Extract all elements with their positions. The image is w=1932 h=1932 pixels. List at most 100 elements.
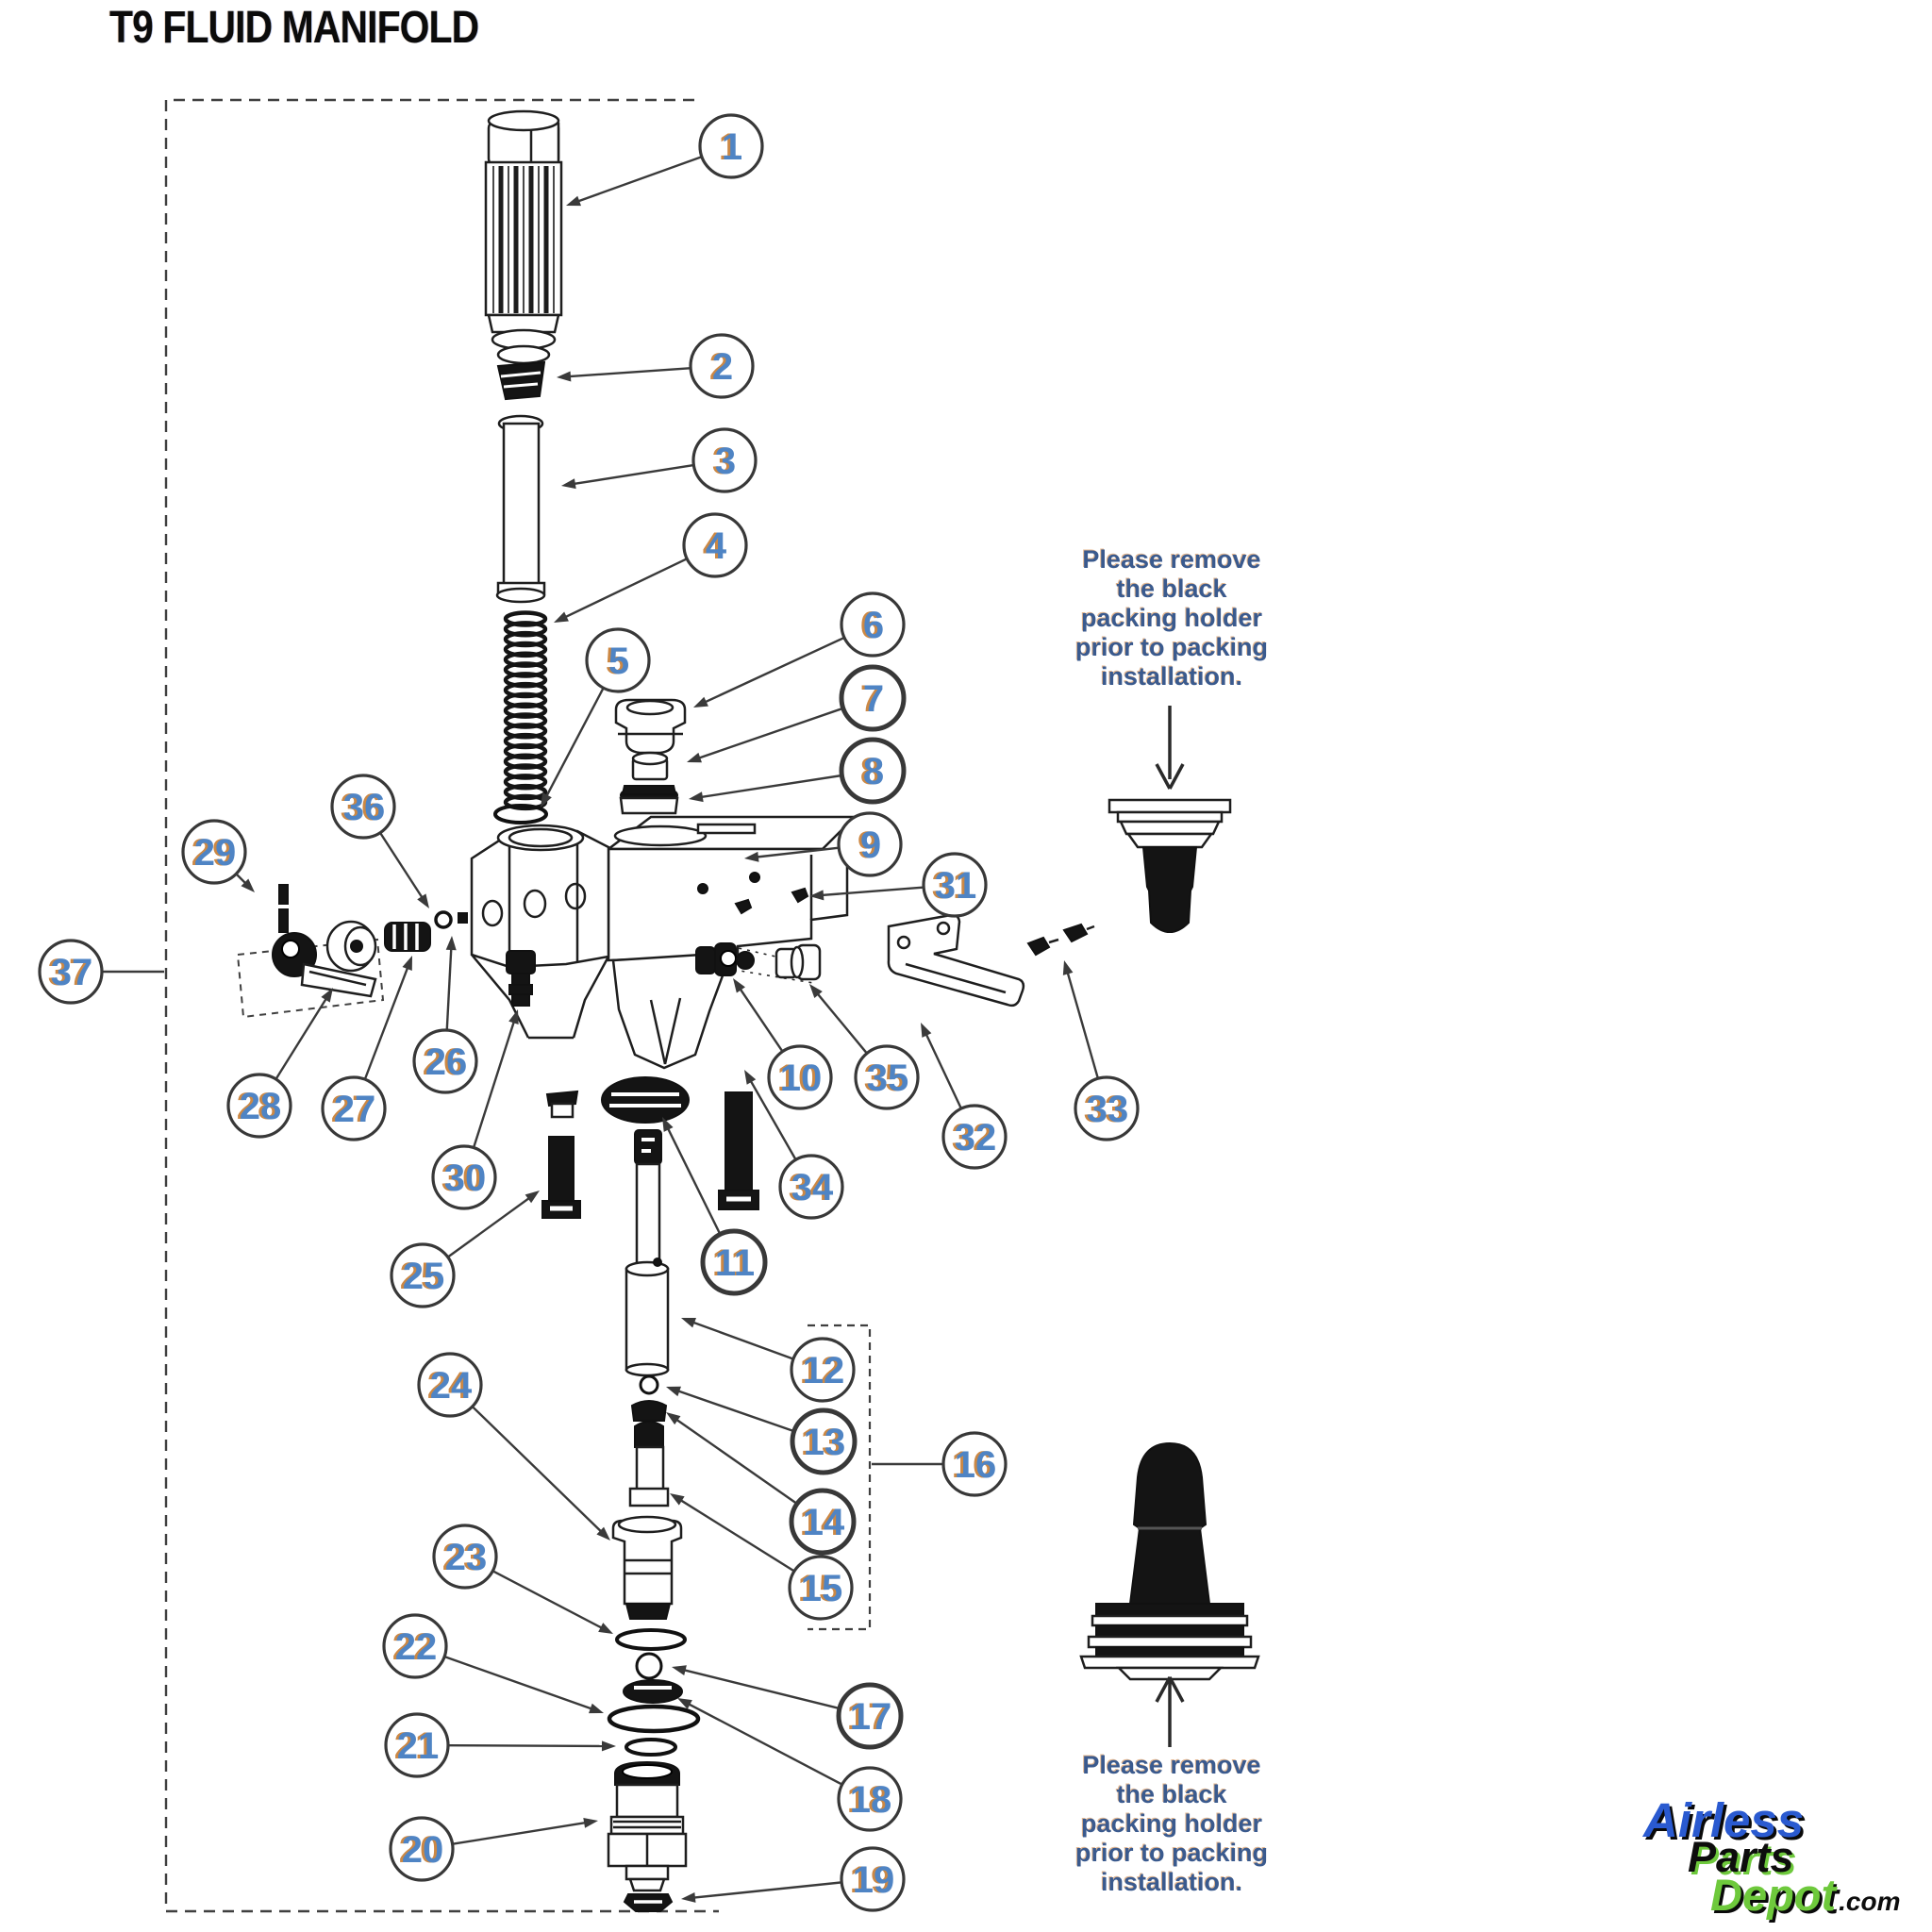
arrowhead	[672, 1665, 687, 1675]
part-31-set-screws	[734, 887, 809, 915]
arrowhead	[566, 195, 581, 207]
callout-circle	[689, 333, 755, 399]
part-1-knurled-cylinder	[484, 109, 563, 365]
leader-line	[492, 1570, 606, 1631]
callout-number: 24	[430, 1365, 473, 1407]
warning-line: Please remove	[1082, 545, 1261, 574]
callout-number: 25	[400, 1256, 442, 1297]
callout-number: 8	[863, 751, 884, 792]
part-17-ball	[635, 1652, 663, 1680]
callout-circle	[790, 1407, 858, 1475]
arrowhead	[733, 978, 745, 993]
arrowhead	[557, 371, 572, 382]
callout-circle	[788, 1555, 854, 1621]
callout-number: 14	[803, 1502, 845, 1543]
callout-circle	[839, 664, 907, 732]
assembly-group-box-37	[164, 98, 719, 1913]
callout-number: 27	[331, 1089, 374, 1130]
callout-9: 99	[744, 811, 903, 877]
arrowhead	[417, 893, 429, 908]
callout-number: 16	[955, 1444, 997, 1486]
callout-number: 4	[703, 525, 724, 567]
arrowhead	[589, 1703, 604, 1714]
part-15-valve-tube	[628, 1421, 670, 1507]
warning-line: the black	[1116, 1780, 1227, 1808]
callout-number: 17	[847, 1696, 890, 1738]
part-12-piston-rod	[625, 1129, 670, 1377]
callout-circle	[412, 1028, 478, 1094]
logo-word-depot: Depot.com	[1710, 1869, 1901, 1921]
leader-line	[685, 1701, 842, 1786]
part-35-fitting	[774, 943, 822, 981]
callout-circle	[382, 1613, 448, 1679]
leader-line	[447, 1194, 533, 1257]
callout-circle	[941, 1104, 1008, 1170]
callout-circle	[585, 627, 651, 693]
part-27-washer	[325, 920, 377, 973]
part-20-foot-valve-housing	[607, 1760, 688, 1892]
arrowhead	[689, 791, 704, 803]
callout-number: 14	[800, 1502, 842, 1543]
part-28-trigger-assembly	[272, 932, 377, 998]
arrowhead	[693, 696, 708, 708]
part-34-bolt	[718, 1091, 759, 1210]
callout-number: 23	[442, 1537, 485, 1578]
callout-circle	[778, 1154, 844, 1220]
callout-number: 24	[427, 1365, 470, 1407]
leader-line	[690, 1881, 841, 1900]
part-19-gasket	[623, 1893, 674, 1912]
leader-line	[737, 985, 783, 1052]
callout-circle	[840, 591, 906, 658]
leader-line	[453, 1821, 590, 1845]
part-bushing	[545, 1090, 579, 1119]
callout-number: 3	[712, 441, 733, 482]
callout-number: 33	[1084, 1089, 1126, 1130]
callout-circle	[789, 1488, 857, 1556]
callout-number: 10	[777, 1058, 820, 1099]
part-30-plug-fitting	[506, 950, 536, 1007]
leader-line	[818, 886, 924, 897]
leader-line	[695, 707, 843, 760]
callout-4: 44	[554, 512, 748, 623]
callout-number: 30	[444, 1158, 487, 1199]
callout-circle	[700, 1228, 768, 1296]
callout-number: 36	[341, 787, 383, 828]
leader-line	[364, 963, 410, 1079]
part-13-ball	[639, 1374, 659, 1395]
callout-circle	[417, 1352, 483, 1418]
callout-number: 12	[803, 1350, 845, 1391]
part-5-o-ring	[493, 804, 548, 824]
callout-number: 33	[1087, 1089, 1129, 1130]
callout-number: 7	[863, 678, 884, 720]
arrowhead	[809, 984, 823, 999]
leader-line	[665, 1124, 722, 1235]
callout-number: 15	[798, 1568, 841, 1609]
callout-number: 19	[853, 1859, 895, 1901]
callout-number: 10	[780, 1058, 823, 1099]
callout-circle	[38, 939, 104, 1005]
callout-number: 20	[402, 1829, 444, 1871]
part-10-fitting	[695, 942, 755, 976]
callout-number: 18	[850, 1779, 892, 1821]
leader-line	[444, 1656, 595, 1711]
arrowhead	[541, 792, 552, 808]
repair-kit-group-bracket-16	[808, 1324, 872, 1631]
part-6-packing-nut	[614, 698, 687, 755]
callout-number: 26	[423, 1041, 465, 1083]
callout-number: 21	[394, 1725, 437, 1767]
arrowhead	[809, 890, 824, 901]
arrowhead	[561, 478, 576, 490]
arrowhead	[681, 1318, 696, 1328]
